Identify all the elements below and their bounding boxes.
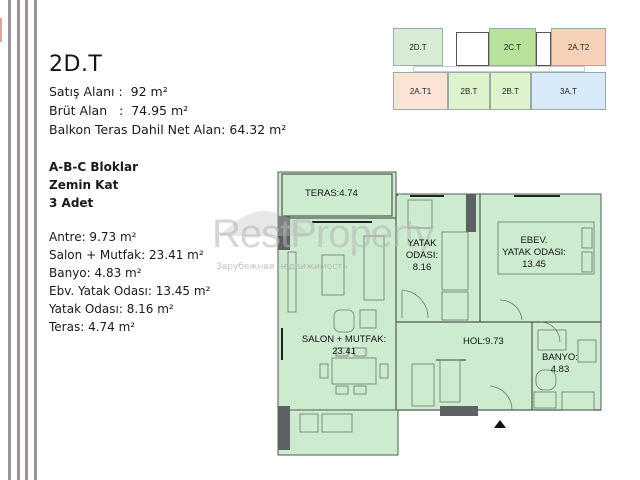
room-master-bedroom: Ebv. Yatak Odası: 13.45 m² bbox=[49, 284, 211, 298]
label-bedroom: YATAK ODASI: 8.16 bbox=[405, 238, 439, 273]
keyplan-corridor bbox=[413, 66, 585, 72]
unit-code-title: 2D.T bbox=[49, 52, 103, 77]
label-terrace: TERAS:4.74 bbox=[305, 188, 358, 199]
blocks-label: A-B-C Bloklar bbox=[49, 160, 138, 174]
block-info: A-B-C Bloklar Zemin Kat 3 Adet bbox=[49, 158, 138, 212]
room-bedroom: Yatak Odası: 8.16 m² bbox=[49, 302, 174, 316]
entrance-arrow bbox=[494, 420, 506, 428]
net-area: Balkon Teras Dahil Net Alan: 64.32 m² bbox=[49, 122, 287, 137]
plan-fill bbox=[277, 171, 602, 456]
label-bathroom: BANYO: 4.83 bbox=[542, 352, 578, 375]
label-hall: HOL:9.73 bbox=[463, 336, 504, 347]
room-living-kitchen: Salon + Mutfak: 23.41 m² bbox=[49, 248, 204, 262]
area-summary: Satış Alanı : 92 m² Brüt Alan : 74.95 m²… bbox=[49, 82, 286, 139]
decorative-stripe bbox=[25, 0, 28, 480]
label-living-kitchen: SALON + MUTFAK: 23.41 bbox=[301, 334, 387, 357]
keyplan-unit-3at[interactable]: 3A.T bbox=[531, 72, 606, 110]
floor-label: Zemin Kat bbox=[49, 178, 119, 192]
keyplan-unit-2at2[interactable]: 2A.T2 bbox=[551, 28, 606, 66]
keyplan-unit-2ct[interactable]: 2C.T bbox=[489, 28, 536, 66]
count-label: 3 Adet bbox=[49, 196, 94, 210]
keyplan-unit-2bt-left[interactable]: 2B.T bbox=[448, 72, 490, 110]
keyplan-elevator-core bbox=[536, 32, 551, 66]
accent-mark bbox=[0, 18, 2, 42]
room-area-list: Antre: 9.73 m² Salon + Mutfak: 23.41 m² … bbox=[49, 228, 210, 336]
terrace-area bbox=[281, 173, 393, 217]
decorative-stripe bbox=[8, 0, 11, 480]
room-bathroom: Banyo: 4.83 m² bbox=[49, 266, 142, 280]
floor-key-plan: 2D.T 2C.T 2A.T2 2A.T1 2B.T 2B.T 3A.T bbox=[393, 28, 606, 110]
gross-area: Brüt Alan : 74.95 m² bbox=[49, 103, 189, 118]
keyplan-unit-2bt-right[interactable]: 2B.T bbox=[490, 72, 531, 110]
keyplan-stair-core bbox=[456, 32, 489, 66]
sales-area: Satış Alanı : 92 m² bbox=[49, 84, 168, 99]
keyplan-unit-2dt[interactable]: 2D.T bbox=[393, 28, 443, 66]
room-terrace: Teras: 4.74 m² bbox=[49, 320, 136, 334]
decorative-stripe bbox=[17, 0, 20, 480]
room-entry: Antre: 9.73 m² bbox=[49, 230, 137, 244]
label-master-bedroom: EBEV. YATAK ODASI: 13.45 bbox=[502, 235, 566, 270]
decorative-stripe bbox=[34, 0, 37, 480]
keyplan-unit-2at1[interactable]: 2A.T1 bbox=[393, 72, 448, 110]
